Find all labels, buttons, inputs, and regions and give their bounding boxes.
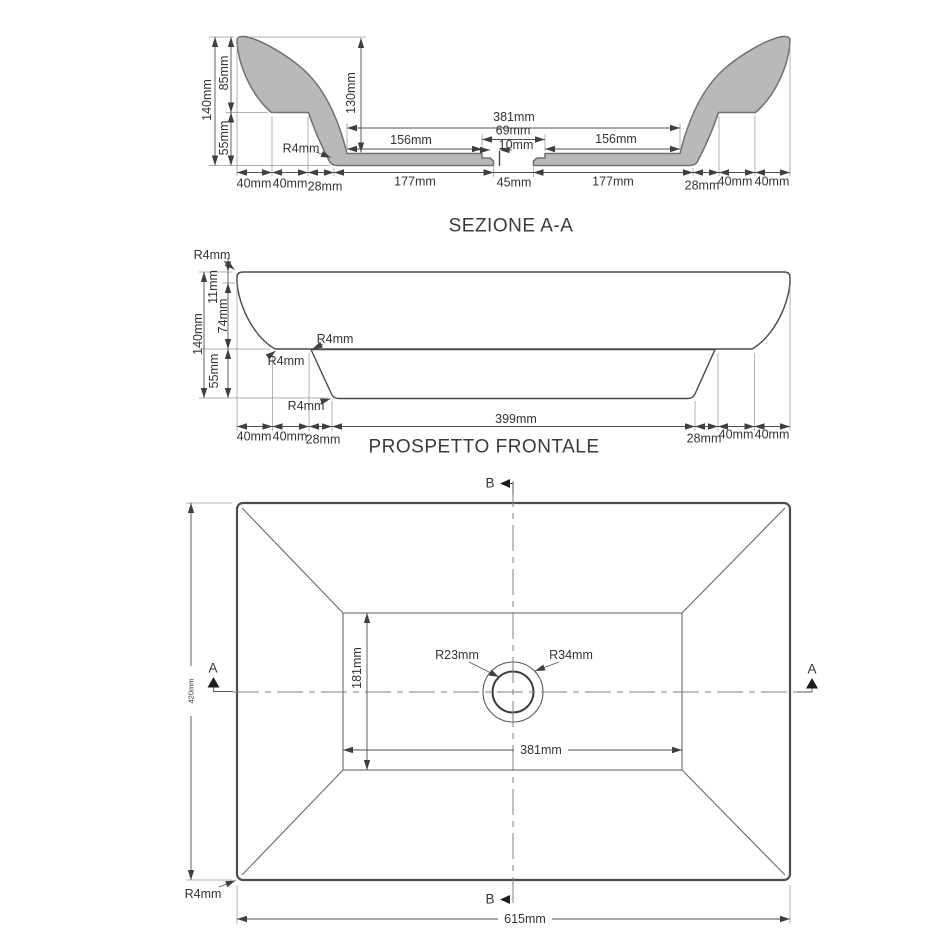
front-height-base-label: 55mm (207, 354, 221, 389)
section-bottom-left-28-label: 28mm (308, 180, 343, 194)
marker-b-bottom-label: B (485, 892, 494, 907)
front-extension-lines (199, 271, 791, 431)
plan-diagonal-top-right (681, 507, 786, 614)
plan-width-overall-label: 615mm (504, 912, 546, 926)
front-radius-pedestal-bottom-label: R4mm (288, 399, 325, 413)
front-bottom-right-40b-label: 40mm (755, 428, 790, 442)
section-width-floor-top-label: 381mm (493, 110, 535, 124)
front-radius-top-label: R4mm (194, 248, 231, 262)
section-bottom-left-40b-label: 40mm (273, 177, 308, 191)
plan-radius-corner-label: R4mm (185, 887, 222, 901)
section-bottom-right-40b-label: 40mm (755, 175, 790, 189)
marker-a-right-label: A (807, 662, 816, 677)
front-rim-outline (236, 271, 791, 350)
plan-view: B B A A 420mm 181mm 381mm 615mm R23mm R3… (185, 476, 818, 926)
front-bottom-left-40a-label: 40mm (237, 430, 272, 444)
section-depth-inner-label: 130mm (344, 72, 358, 114)
section-right-wall (532, 35, 791, 167)
section-marker-b-bottom: B (485, 892, 510, 907)
front-height-edge-label: 11mm (206, 270, 220, 304)
plan-dimension-lines (187, 503, 790, 923)
section-bottom-right-28-label: 28mm (685, 179, 720, 193)
section-marker-a-right: A (797, 662, 818, 693)
section-dimension-lines (211, 37, 790, 176)
section-bottom-right-40a-label: 40mm (718, 175, 753, 189)
section-marker-a-left: A (207, 661, 233, 692)
plan-radius-drain-inner-label: R23mm (435, 648, 479, 662)
section-view-title: SEZIONE A-A (449, 216, 574, 237)
section-fillet-radius-label: R4mm (283, 142, 320, 156)
marker-b-top-arrow-icon (500, 479, 510, 488)
section-slab-right-label: 177mm (592, 175, 634, 189)
front-bottom-left-28-label: 28mm (306, 433, 341, 447)
front-radius-pedestal-top-label: R4mm (317, 332, 354, 346)
front-height-rim-label: 74mm (216, 299, 230, 334)
section-aa-view: 140mm 85mm 55mm 130mm 381mm 69mm 10mm 15… (200, 35, 791, 237)
marker-a-right-arrow-icon (806, 678, 818, 689)
marker-a-left-arrow-icon (207, 677, 220, 688)
front-view: R4mm 140mm 11mm 74mm 55mm R4mm R4mm R4mm… (191, 248, 791, 458)
front-view-title: PROSPETTO FRONTALE (368, 437, 599, 458)
front-radius-ledge-label: R4mm (268, 354, 305, 368)
section-width-recess-label: 69mm (496, 124, 531, 138)
marker-a-right-elbow (797, 688, 813, 693)
section-bottom-left-40a-label: 40mm (237, 177, 272, 191)
front-dimension-lines (200, 258, 790, 430)
section-height-base-label: 55mm (217, 121, 231, 156)
section-floor-right-label: 156mm (595, 132, 637, 146)
marker-a-left-label: A (208, 661, 217, 676)
front-bottom-right-28-label: 28mm (687, 432, 722, 446)
front-bottom-left-40b-label: 40mm (273, 430, 308, 444)
section-slab-left-label: 177mm (394, 175, 436, 189)
plan-depth-floor-label: 181mm (350, 647, 364, 689)
section-marker-b-top: B (485, 476, 514, 495)
section-left-wall (236, 35, 495, 167)
section-width-drain-label: 45mm (497, 176, 532, 190)
section-height-rim-label: 85mm (217, 56, 231, 91)
section-width-lip-label: 10mm (499, 138, 534, 152)
front-height-total-label: 140mm (191, 313, 205, 355)
section-floor-left-label: 156mm (390, 133, 432, 147)
plan-depth-overall-label: 420mm (187, 678, 196, 703)
plan-diagonal-bottom-left (241, 769, 344, 876)
plan-diagonal-top-left (241, 507, 344, 614)
plan-diagonal-bottom-right (681, 769, 786, 876)
marker-b-top-elbow (510, 483, 514, 495)
front-width-base-label: 399mm (495, 412, 537, 426)
plan-width-floor-label: 381mm (520, 743, 562, 757)
plan-radius-drain-outer-label: R34mm (549, 648, 593, 662)
front-bottom-right-40a-label: 40mm (719, 428, 754, 442)
front-pedestal-outline (310, 348, 716, 400)
marker-b-top-label: B (485, 476, 494, 491)
marker-a-left-elbow (213, 687, 233, 692)
section-height-total-label: 140mm (200, 79, 214, 121)
marker-b-bottom-arrow-icon (500, 895, 510, 904)
